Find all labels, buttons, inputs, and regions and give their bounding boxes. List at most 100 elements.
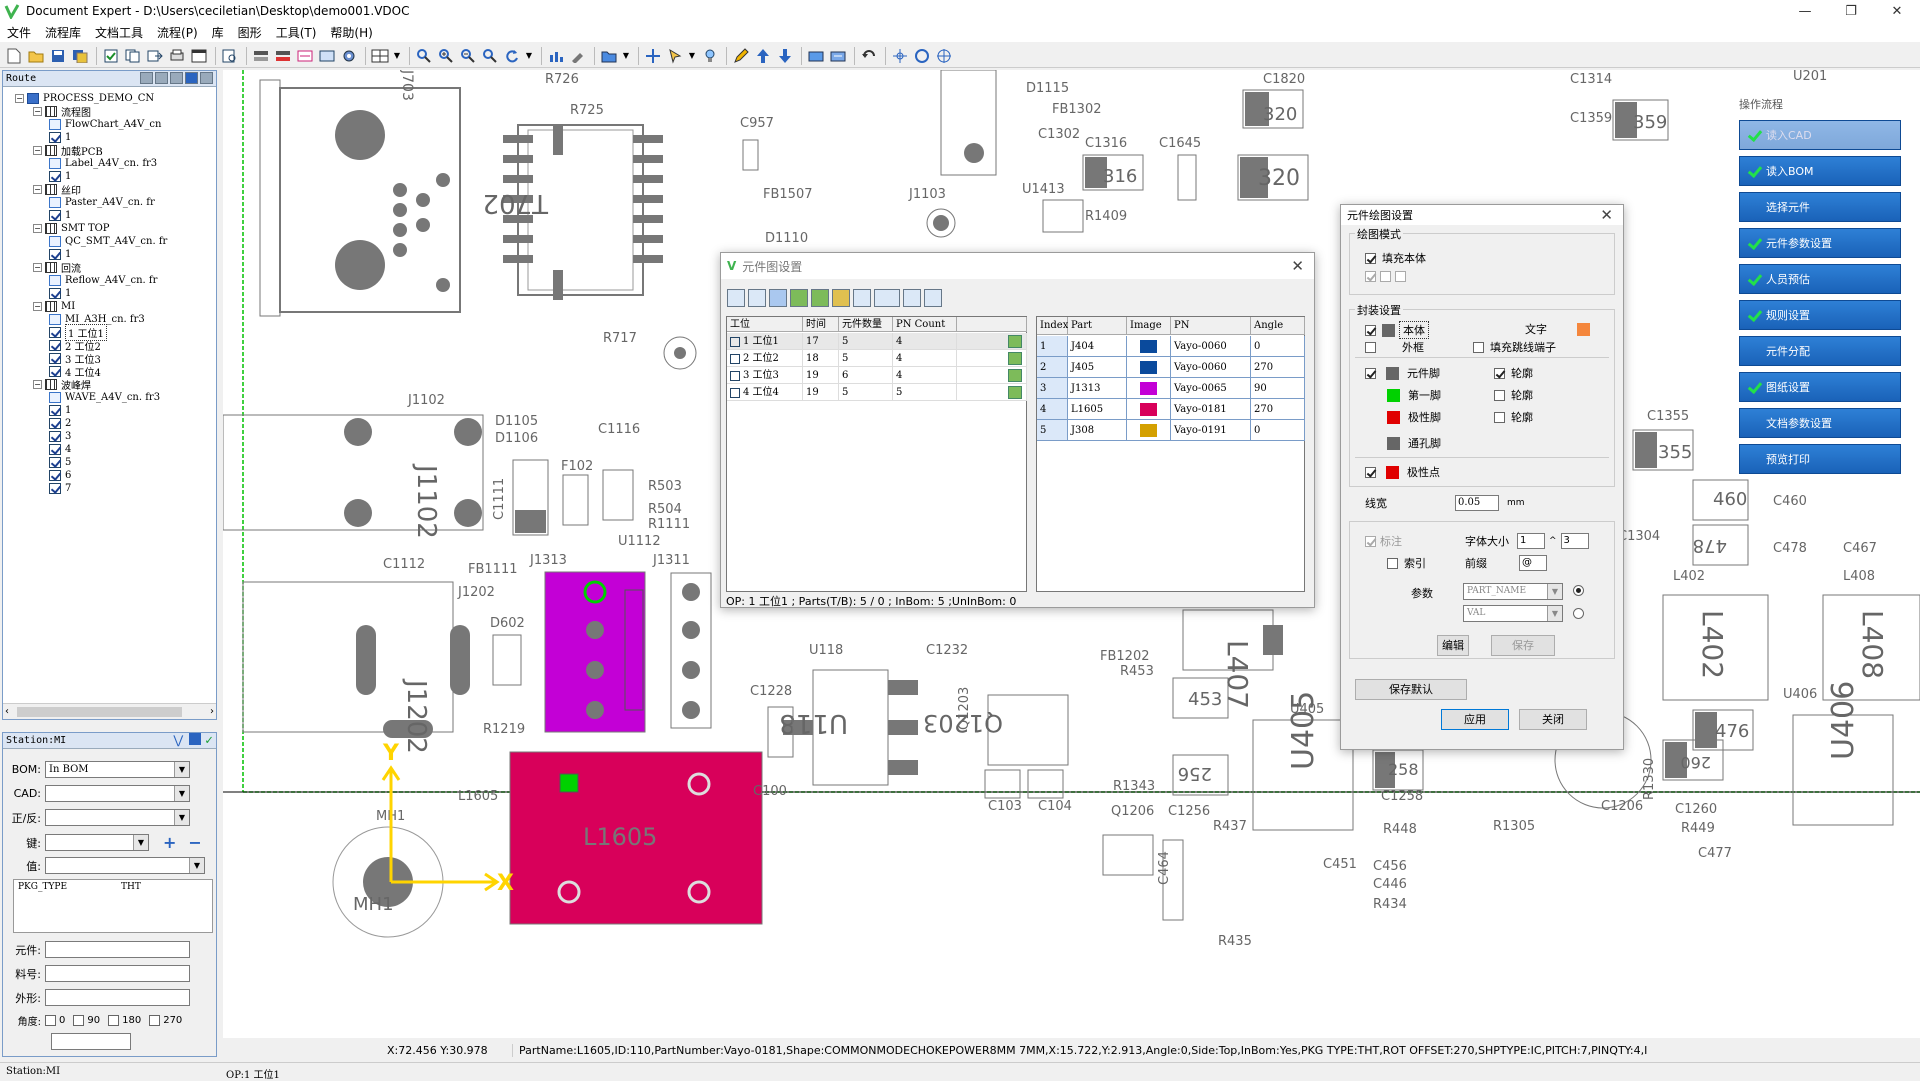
expand-toggle-icon[interactable]: − [33, 184, 42, 194]
th-pin-color-swatch[interactable] [1387, 436, 1400, 450]
print-setup-icon[interactable] [167, 46, 187, 66]
arrow-down-icon[interactable] [775, 46, 795, 66]
expand-toggle-icon[interactable]: − [33, 106, 42, 116]
param2-select[interactable]: VAL▼ [1463, 605, 1563, 622]
tree-node[interactable]: 4 工位4 [49, 364, 101, 379]
fill-jumper-checkbox[interactable] [1473, 341, 1484, 353]
component-u1413[interactable] [1042, 199, 1084, 233]
pins-contour-checkbox[interactable] [1494, 367, 1505, 379]
component-t702[interactable]: T702 [482, 124, 663, 300]
component-c1111[interactable] [512, 459, 549, 536]
expand-toggle-icon[interactable]: − [33, 301, 42, 311]
zoom-out-icon[interactable] [458, 46, 478, 66]
tree-horizontal-scrollbar[interactable]: ‹ › [3, 703, 216, 719]
tree-view-icon[interactable] [140, 72, 153, 84]
target-icon[interactable] [934, 46, 954, 66]
tools-icon[interactable] [568, 46, 588, 66]
crosshair-icon[interactable] [890, 46, 910, 66]
component-d602[interactable] [492, 634, 522, 686]
part-pn-cell[interactable]: Vayo-0060 [1171, 357, 1251, 378]
polar-point-checkbox[interactable] [1365, 466, 1376, 478]
fill-body-checkbox[interactable] [1365, 252, 1376, 264]
collapse-icon[interactable]: ⋁ [173, 733, 184, 747]
tree-node[interactable]: 1 [49, 208, 71, 222]
param1-radio[interactable] [1573, 585, 1584, 596]
save-icon[interactable] [48, 46, 68, 66]
part-idx-cell[interactable]: 3 [1037, 378, 1068, 399]
part-pn-cell[interactable]: Vayo-0060 [1171, 336, 1251, 357]
flow-step-button[interactable]: 图纸设置 [1739, 372, 1901, 402]
chevron-down-icon[interactable]: ▼ [174, 762, 189, 777]
part-image-cell[interactable] [1127, 378, 1171, 399]
check-doc-icon[interactable] [101, 46, 121, 66]
tree-node[interactable]: 1 [49, 247, 71, 261]
edit-button[interactable]: 编辑 [1437, 635, 1469, 656]
tree-node[interactable]: 4 [49, 442, 71, 456]
part-part-cell[interactable]: J404 [1068, 336, 1127, 357]
menu-graphics[interactable]: 图形 [237, 25, 262, 40]
cad-select[interactable]: ▼ [45, 785, 190, 802]
angle-180-checkbox[interactable] [108, 1015, 120, 1026]
station-column-header[interactable]: 元件数量 [839, 317, 893, 332]
dropdown-arrow-icon[interactable]: ▼ [525, 51, 533, 60]
text-color-swatch[interactable] [1577, 322, 1590, 336]
pointer-icon[interactable] [665, 46, 685, 66]
tree-node[interactable]: Paster_A4V_cn. fr [49, 195, 155, 209]
component-l408[interactable] [1822, 594, 1920, 701]
layer-red-icon[interactable] [273, 46, 293, 66]
part-part-cell[interactable]: J405 [1068, 357, 1127, 378]
menu-library[interactable]: 库 [211, 25, 224, 40]
tree-node[interactable]: 1 [49, 403, 71, 417]
save-default-button[interactable]: 保存默认 [1355, 679, 1467, 700]
parts-column-header[interactable]: Angle [1251, 317, 1305, 335]
tree-node[interactable]: −PROCESS_DEMO_CN [15, 91, 154, 105]
close-dialog-button[interactable]: 关闭 [1519, 709, 1587, 730]
new-file-icon[interactable] [4, 46, 24, 66]
save-station-icon[interactable] [189, 733, 202, 745]
angle-input[interactable] [51, 1033, 131, 1050]
expand-toggle-icon[interactable]: − [33, 379, 42, 389]
scrollbar-thumb[interactable] [17, 707, 182, 717]
component-c1316[interactable] [1082, 154, 1144, 191]
refresh-icon[interactable] [502, 46, 522, 66]
station-column-header[interactable]: PN Count [893, 317, 957, 332]
first-contour-checkbox[interactable] [1494, 389, 1505, 401]
param1-select[interactable]: PART_NAME▼ [1463, 583, 1563, 600]
angle-0-checkbox[interactable] [45, 1015, 56, 1026]
tree-node[interactable]: FlowChart_A4V_cn [49, 117, 161, 131]
material-input[interactable] [45, 965, 190, 982]
dropdown-arrow-icon[interactable]: ▼ [622, 51, 630, 60]
expand-toggle-icon[interactable]: − [33, 262, 42, 272]
station-column-header[interactable]: 时间 [803, 317, 839, 332]
tree-node[interactable]: 1 [49, 169, 71, 183]
tree-node[interactable]: −波峰焊 [33, 377, 91, 392]
tree-node[interactable]: 2 [49, 416, 71, 430]
rotate-icon[interactable] [912, 46, 932, 66]
tree-node[interactable]: 3 工位3 [49, 351, 101, 366]
part-angle-cell[interactable]: 0 [1251, 336, 1305, 357]
station-value-cell[interactable]: 19 [803, 384, 839, 401]
pencil-icon[interactable] [731, 46, 751, 66]
tree-node[interactable]: −回流 [33, 260, 81, 275]
station-value-cell[interactable]: 6 [839, 367, 893, 384]
part-pn-cell[interactable]: Vayo-0065 [1171, 378, 1251, 399]
layer-pink-icon[interactable] [295, 46, 315, 66]
part-angle-cell[interactable]: 90 [1251, 378, 1305, 399]
image-grid-icon[interactable] [832, 289, 850, 307]
flow-step-button[interactable]: 读入BOM [1739, 156, 1901, 186]
index-checkbox[interactable] [1387, 557, 1398, 569]
list-view-icon[interactable] [170, 72, 183, 84]
station-value-cell[interactable]: 5 [839, 333, 893, 350]
bulb-icon[interactable] [700, 46, 720, 66]
parts-column-header[interactable]: Image [1127, 317, 1171, 335]
station-parts-dialog-close-button[interactable]: ✕ [1291, 257, 1304, 275]
part-angle-cell[interactable]: 270 [1251, 399, 1305, 420]
parts-column-header[interactable]: PN [1171, 317, 1251, 335]
tree-node[interactable]: 6 [49, 468, 71, 482]
component-q1203[interactable] [987, 694, 1069, 766]
tree-node[interactable]: −MI [33, 299, 75, 313]
font-size-to-input[interactable]: 3 [1560, 533, 1589, 549]
station-name-cell[interactable]: 4 工位4 [727, 384, 803, 401]
